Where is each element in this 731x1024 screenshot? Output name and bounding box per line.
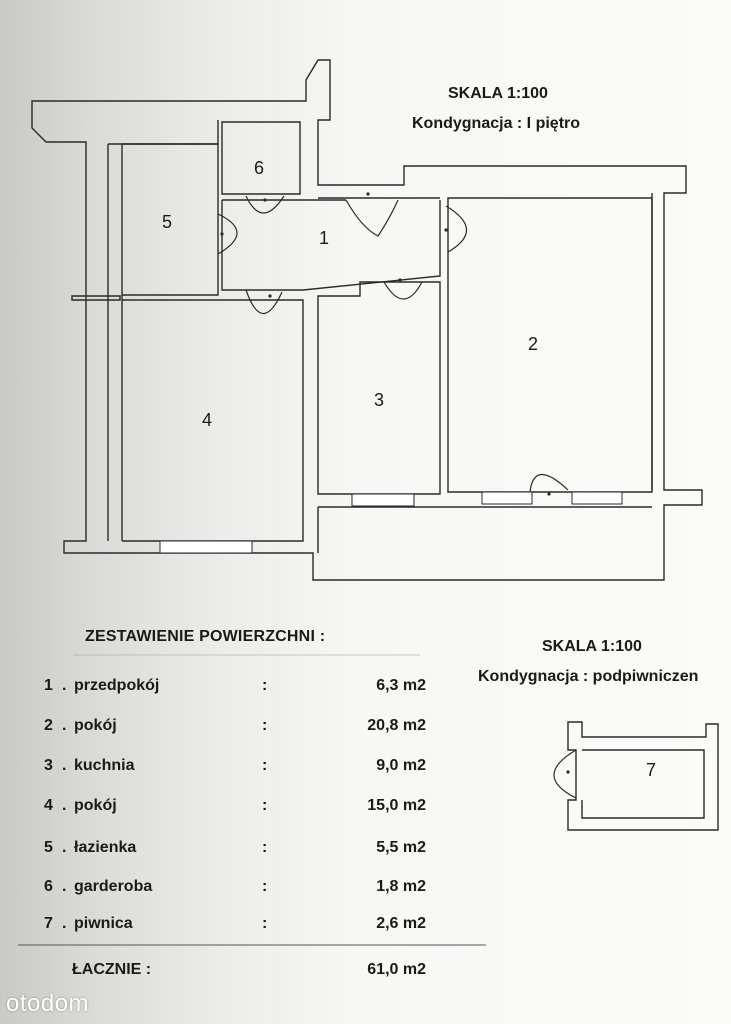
room-label-3: 3 (374, 390, 385, 410)
row-number: 7 (44, 915, 53, 932)
row-area: 5,5 m2 (376, 839, 426, 856)
basement-inner (581, 749, 705, 819)
room-5-walls (122, 143, 219, 296)
row-name: kuchnia (74, 757, 135, 774)
row-number: 1 (44, 677, 53, 694)
table-row: 4. pokój : 15,0 m2 (44, 797, 426, 814)
door-swing (245, 289, 283, 314)
door-swing (217, 213, 238, 255)
table-row: 5. łazienka : 5,5 m2 (44, 839, 426, 856)
window (351, 493, 415, 507)
outer-wall (31, 59, 703, 581)
basement-outline (567, 721, 719, 831)
table-row: 1. przedpokój : 6,3 m2 (44, 677, 426, 694)
row-name: przedpokój (74, 677, 160, 694)
room-2-walls (447, 197, 653, 493)
window (571, 491, 623, 505)
door-swing (245, 195, 285, 214)
row-area: 9,0 m2 (376, 757, 426, 774)
room-label-5: 5 (162, 212, 173, 232)
row-number: 2 (44, 717, 53, 734)
door-swing (445, 205, 467, 253)
room-4-walls (122, 299, 304, 542)
door-marker (268, 294, 272, 298)
row-name: łazienka (74, 839, 137, 856)
row-area: 20,8 m2 (367, 717, 426, 734)
room-label-1: 1 (319, 228, 330, 248)
row-number: 5 (44, 839, 53, 856)
room-3-walls (317, 281, 441, 495)
scale-label-basement: SKALA 1:100 (542, 638, 642, 655)
level-label-basement: Kondygnacja : podpiwniczen (478, 668, 699, 685)
level-label-main: Kondygnacja : I piętro (412, 115, 581, 132)
scale-label-main: SKALA 1:100 (448, 85, 548, 102)
door-swing (345, 199, 399, 237)
row-name: piwnica (74, 915, 133, 932)
total-value: 61,0 m2 (367, 961, 426, 978)
row-name: garderoba (74, 878, 153, 895)
window (159, 540, 253, 554)
row-number: 3 (44, 757, 53, 774)
room-6-walls (221, 121, 301, 195)
room-1-walls (221, 197, 441, 291)
total-label: ŁACZNIE : (72, 961, 152, 978)
row-name: pokój (74, 797, 117, 814)
room-label-2: 2 (528, 334, 539, 354)
partition-wall (71, 295, 121, 301)
table-title: ZESTAWIENIE POWIERZCHNI : (85, 628, 326, 645)
table-row: 6. garderoba : 1,8 m2 (44, 878, 426, 895)
table-row: 3. kuchnia : 9,0 m2 (44, 757, 426, 774)
table-row: 2. pokój : 20,8 m2 (44, 717, 426, 734)
door-marker (547, 492, 551, 496)
basement-door-swing (553, 749, 577, 799)
row-area: 2,6 m2 (376, 915, 426, 932)
door-swing (383, 281, 423, 300)
row-area: 15,0 m2 (367, 797, 426, 814)
door-marker (444, 228, 448, 232)
room-label-7: 7 (646, 760, 657, 780)
door-marker (398, 278, 402, 282)
door-swing (529, 473, 569, 493)
otodom-logo: otodom (6, 990, 90, 1017)
row-area: 6,3 m2 (376, 677, 426, 694)
row-name: pokój (74, 717, 117, 734)
door-marker (566, 770, 570, 774)
row-area: 1,8 m2 (376, 878, 426, 895)
door-marker (263, 198, 267, 202)
table-row: 7. piwnica : 2,6 m2 (44, 915, 426, 932)
door-marker (366, 192, 370, 196)
window (481, 491, 533, 505)
door-marker (220, 232, 224, 236)
row-number: 6 (44, 878, 53, 895)
room-label-6: 6 (254, 158, 265, 178)
row-number: 4 (44, 797, 53, 814)
room-label-4: 4 (202, 410, 213, 430)
